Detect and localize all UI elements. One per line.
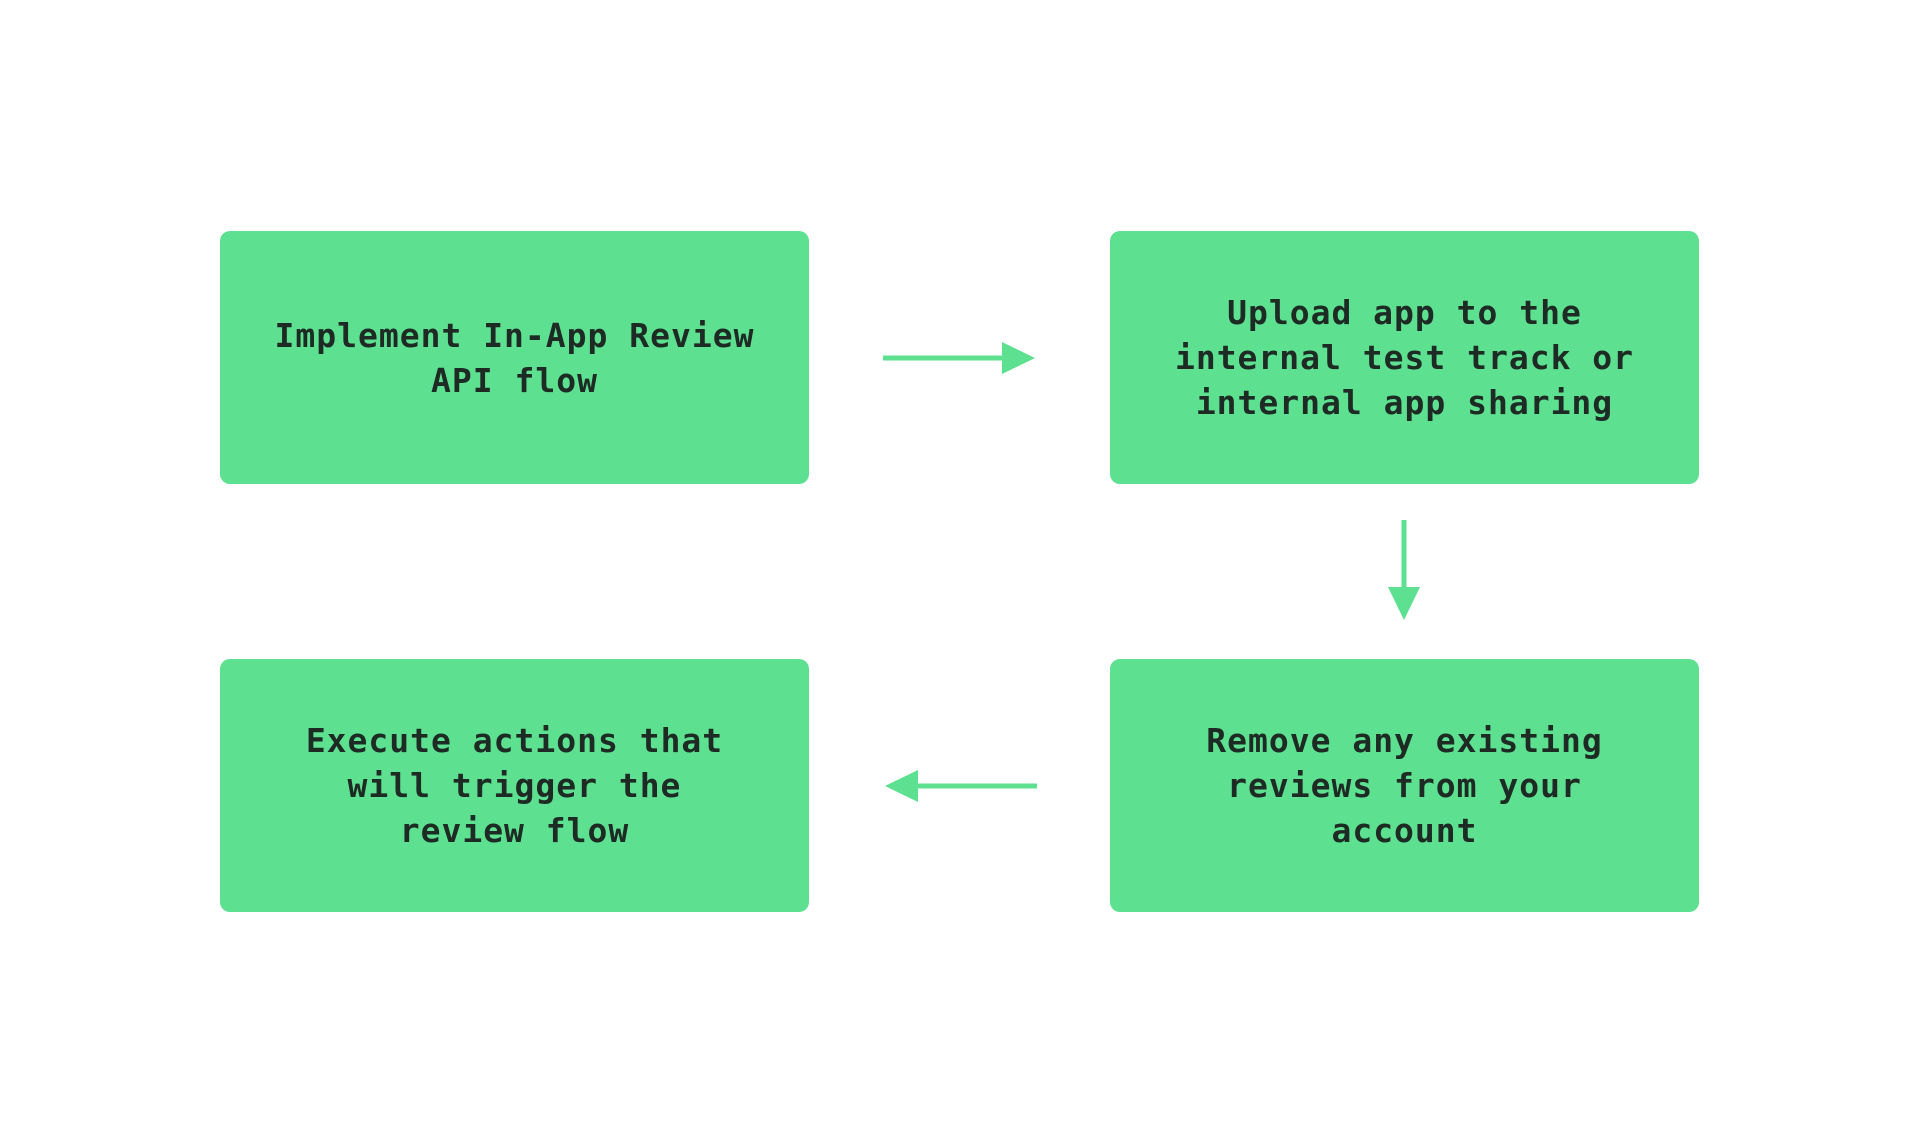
step-label-implement-api: Implement In-App Review API flow	[274, 315, 755, 400]
arrow-down-icon	[1388, 520, 1420, 620]
step-label-remove-reviews: Remove any existing reviews from your ac…	[1206, 721, 1603, 850]
arrow-left-icon	[885, 770, 1037, 802]
step-label-execute-actions: Execute actions that will trigger the re…	[305, 721, 724, 850]
arrow-right-icon	[883, 342, 1035, 374]
step-label-upload-app: Upload app to the internal test track or…	[1174, 293, 1635, 422]
step-box-upload-app: Upload app to the internal test track or…	[1110, 231, 1699, 484]
step-box-remove-reviews: Remove any existing reviews from your ac…	[1110, 659, 1699, 912]
step-box-execute-actions: Execute actions that will trigger the re…	[220, 659, 809, 912]
step-box-implement-api: Implement In-App Review API flow	[220, 231, 809, 484]
